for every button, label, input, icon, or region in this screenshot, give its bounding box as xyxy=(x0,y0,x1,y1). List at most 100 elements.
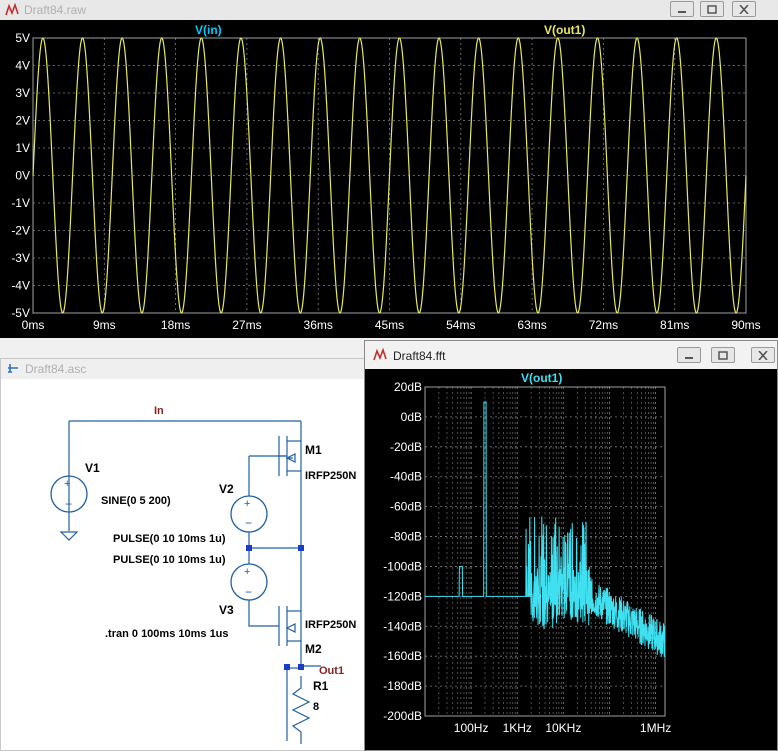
close-icon xyxy=(758,351,768,360)
fft-x-tick-label: 1KHz xyxy=(503,721,532,735)
vout-trace xyxy=(32,37,747,314)
fft-y-axis: 20dB 0dB -20dB -40dB -60dB -80dB -100dB -120dB -… xyxy=(383,380,422,723)
raw-y-axis: 5V 4V 3V 2V 1V 0V -1V -2V -3V -4V -5V xyxy=(11,31,30,320)
fft-x-tick-label: 100Hz xyxy=(454,721,489,735)
v3-label[interactable]: V3 xyxy=(219,603,234,617)
schematic-icon xyxy=(8,364,18,373)
close-button[interactable] xyxy=(751,347,775,363)
m2-label[interactable]: M2 xyxy=(305,642,322,656)
fft-y-tick-label: -100dB xyxy=(383,559,422,573)
v1-source[interactable]: + − xyxy=(50,475,88,541)
maximize-button[interactable] xyxy=(711,347,735,363)
raw-y-tick-label: -2V xyxy=(11,224,30,238)
wires xyxy=(68,420,321,741)
raw-window: Draft84.raw 5V 4V 3V 2V 1V 0V -1V -2V -3V -4V -5V … xyxy=(0,0,778,338)
raw-y-tick-label: 1V xyxy=(15,141,30,155)
minimize-icon xyxy=(685,357,693,359)
v2-label[interactable]: V2 xyxy=(219,482,234,496)
maximize-icon xyxy=(707,5,717,14)
raw-y-tick-label: -3V xyxy=(11,251,30,265)
raw-x-tick-label: 0ms xyxy=(22,318,45,332)
r1-value[interactable]: 8 xyxy=(313,701,319,713)
fft-y-tick-label: -140dB xyxy=(383,619,422,633)
schematic-window: Draft84.asc + − + − xyxy=(0,358,370,751)
schematic-window-title: Draft84.asc xyxy=(25,362,87,376)
fft-y-tick-label: 20dB xyxy=(394,380,422,394)
raw-y-tick-label: 5V xyxy=(15,31,30,45)
raw-y-tick-label: 0V xyxy=(15,169,30,183)
v1-label[interactable]: V1 xyxy=(85,461,100,475)
fft-plot[interactable]: 20dB 0dB -20dB -40dB -60dB -80dB -100dB -120dB -… xyxy=(369,369,775,747)
fft-y-tick-label: 0dB xyxy=(401,410,422,424)
fft-y-tick-label: -120dB xyxy=(383,589,422,603)
svg-text:+: + xyxy=(244,566,250,578)
raw-y-tick-label: -5V xyxy=(11,306,30,320)
v1-value[interactable]: SINE(0 5 200) xyxy=(101,495,171,507)
raw-x-tick-label: 45ms xyxy=(375,318,404,332)
svg-text:−: − xyxy=(65,497,72,511)
waveform-icon xyxy=(5,3,19,16)
svg-text:+: + xyxy=(244,498,250,510)
fft-window: Draft84.fft 20dB 0dB -20dB -40dB -60dB -80dB -… xyxy=(364,340,778,751)
fft-y-tick-label: -160dB xyxy=(383,649,422,663)
raw-y-tick-label: 4V xyxy=(15,59,30,73)
m1-mosfet[interactable] xyxy=(278,436,301,476)
fft-titlebar[interactable]: Draft84.fft xyxy=(365,341,777,369)
raw-y-tick-label: -1V xyxy=(11,196,30,210)
r1-label[interactable]: R1 xyxy=(313,679,329,693)
pulse-value-1[interactable]: PULSE(0 10 10ms 1u) xyxy=(113,533,226,545)
m1-label[interactable]: M1 xyxy=(305,443,322,457)
raw-y-tick-label: -4V xyxy=(11,279,30,293)
schematic-canvas[interactable]: + − + − + − xyxy=(1,386,363,746)
svg-text:+: + xyxy=(64,478,70,490)
raw-x-tick-label: 27ms xyxy=(232,318,261,332)
trace-label-vout1[interactable]: V(out1) xyxy=(544,23,585,37)
maximize-icon xyxy=(718,351,728,360)
fft-x-tick-label: 1MHz xyxy=(640,721,671,735)
net-label-out1[interactable]: Out1 xyxy=(319,665,344,677)
raw-x-tick-label: 63ms xyxy=(517,318,546,332)
raw-x-tick-label: 9ms xyxy=(93,318,116,332)
raw-x-axis: 0ms 9ms 18ms 27ms 36ms 45ms 54ms 63ms 72ms 81ms 90… xyxy=(22,318,761,332)
net-label-in[interactable]: In xyxy=(154,405,164,417)
raw-x-tick-label: 81ms xyxy=(660,318,689,332)
tran-directive[interactable]: .tran 0 100ms 10ms 1us xyxy=(105,628,229,640)
fft-y-tick-label: -180dB xyxy=(383,679,422,693)
waveform-icon xyxy=(373,348,387,361)
raw-plot[interactable]: 5V 4V 3V 2V 1V 0V -1V -2V -3V -4V -5V 0ms 9ms 18ms 27… xyxy=(0,20,778,338)
r1-resistor[interactable] xyxy=(291,676,311,744)
maximize-button[interactable] xyxy=(700,1,724,17)
close-button[interactable] xyxy=(732,1,756,17)
raw-x-tick-label: 18ms xyxy=(161,318,190,332)
trace-label-vin[interactable]: V(in) xyxy=(195,23,222,37)
fft-y-tick-label: -20dB xyxy=(390,440,422,454)
m2-model[interactable]: IRFP250N xyxy=(305,619,356,631)
schematic-titlebar[interactable]: Draft84.asc xyxy=(1,359,369,379)
svg-text:−: − xyxy=(245,585,252,599)
fft-y-tick-label: -80dB xyxy=(390,530,422,544)
fft-y-tick-label: -40dB xyxy=(390,470,422,484)
raw-titlebar[interactable]: Draft84.raw xyxy=(0,0,778,20)
minimize-button[interactable] xyxy=(670,1,694,17)
raw-y-tick-label: 3V xyxy=(15,86,30,100)
raw-x-tick-label: 36ms xyxy=(304,318,333,332)
raw-y-tick-label: 2V xyxy=(15,114,30,128)
v3-source[interactable]: + − xyxy=(230,548,279,627)
m2-mosfet[interactable] xyxy=(278,606,301,646)
fft-y-tick-label: -200dB xyxy=(383,709,422,723)
minimize-button[interactable] xyxy=(677,347,701,363)
svg-text:−: − xyxy=(245,516,252,530)
m1-model[interactable]: IRFP250N xyxy=(305,470,356,482)
minimize-icon xyxy=(678,11,686,13)
raw-x-tick-label: 72ms xyxy=(589,318,618,332)
fft-trace-label[interactable]: V(out1) xyxy=(521,371,562,385)
raw-x-tick-label: 54ms xyxy=(446,318,475,332)
close-icon xyxy=(739,5,749,14)
fft-y-tick-label: -60dB xyxy=(390,500,422,514)
junctions xyxy=(246,545,304,670)
pulse-value-2[interactable]: PULSE(0 10 10ms 1u) xyxy=(113,554,226,566)
fft-window-title: Draft84.fft xyxy=(393,349,446,363)
raw-x-tick-label: 90ms xyxy=(731,318,760,332)
raw-window-title: Draft84.raw xyxy=(24,3,87,17)
